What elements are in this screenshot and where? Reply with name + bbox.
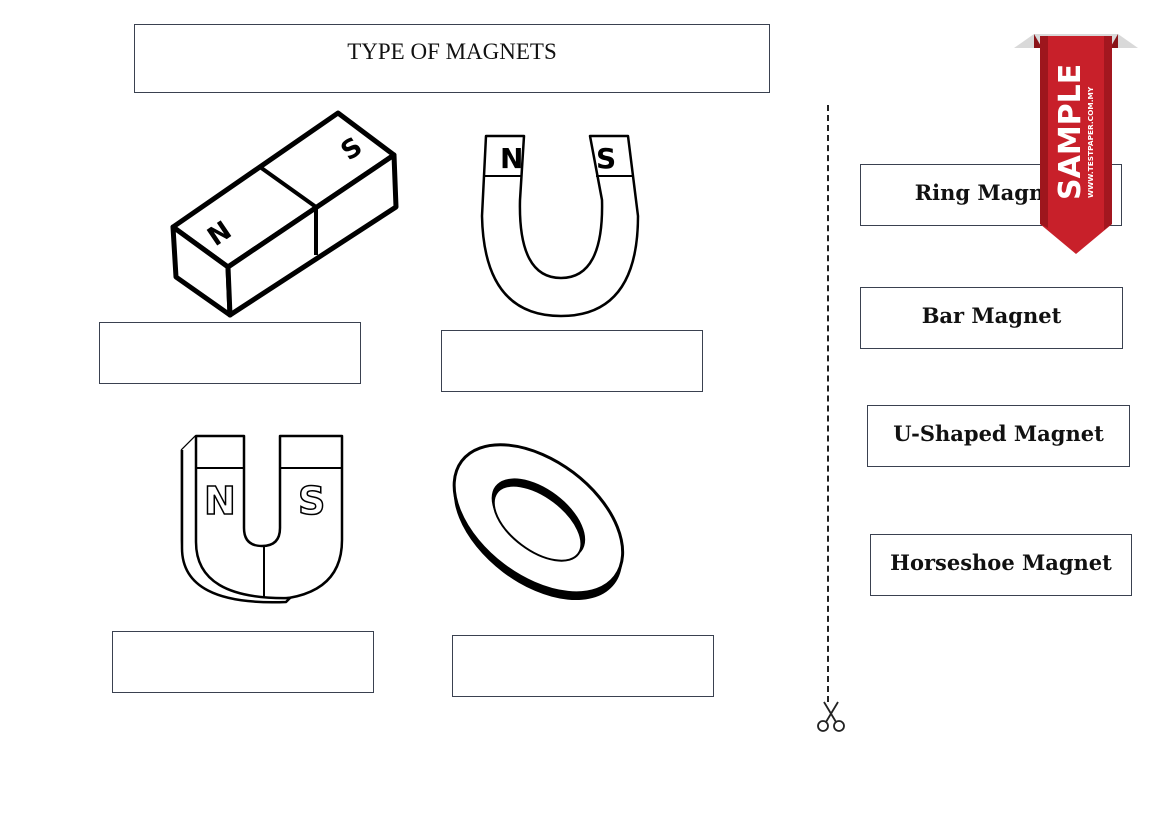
worksheet-title: TYPE OF MAGNETS [347,39,557,64]
cut-line [827,105,829,702]
sample-watermark-text: SAMPLE [1053,64,1088,200]
u-magnet-south-mark: S [596,142,616,175]
scissors-icon [817,701,845,732]
label-card-u-shaped-magnet[interactable]: U-Shaped Magnet [867,405,1130,467]
worksheet-title-box: TYPE OF MAGNETS [134,24,770,93]
horseshoe-north-mark: N [204,479,236,523]
answer-box-ring-magnet[interactable] [452,635,714,697]
label-card-horseshoe-magnet[interactable]: Horseshoe Magnet [870,534,1132,596]
horseshoe-south-mark: S [298,479,325,523]
label-text: Bar Magnet [921,302,1062,328]
u-magnet-north-mark: N [500,142,523,175]
horseshoe-magnet-picture: N S [180,434,344,604]
label-card-bar-magnet[interactable]: Bar Magnet [860,287,1123,349]
answer-box-horseshoe-magnet[interactable] [112,631,374,693]
label-text: Horseshoe Magnet [890,549,1112,575]
answer-box-bar-magnet[interactable] [99,322,361,384]
answer-box-u-shaped-magnet[interactable] [441,330,703,392]
label-text: U-Shaped Magnet [893,420,1104,446]
sample-watermark-ribbon: SAMPLE WWW.TESTPAPER.COM.MY [1014,34,1138,254]
sample-watermark-site: WWW.TESTPAPER.COM.MY [1086,86,1095,198]
bar-magnet-picture: S N [170,110,399,318]
u-shaped-magnet-picture: N S [480,134,640,318]
ring-magnet-picture [452,443,625,601]
